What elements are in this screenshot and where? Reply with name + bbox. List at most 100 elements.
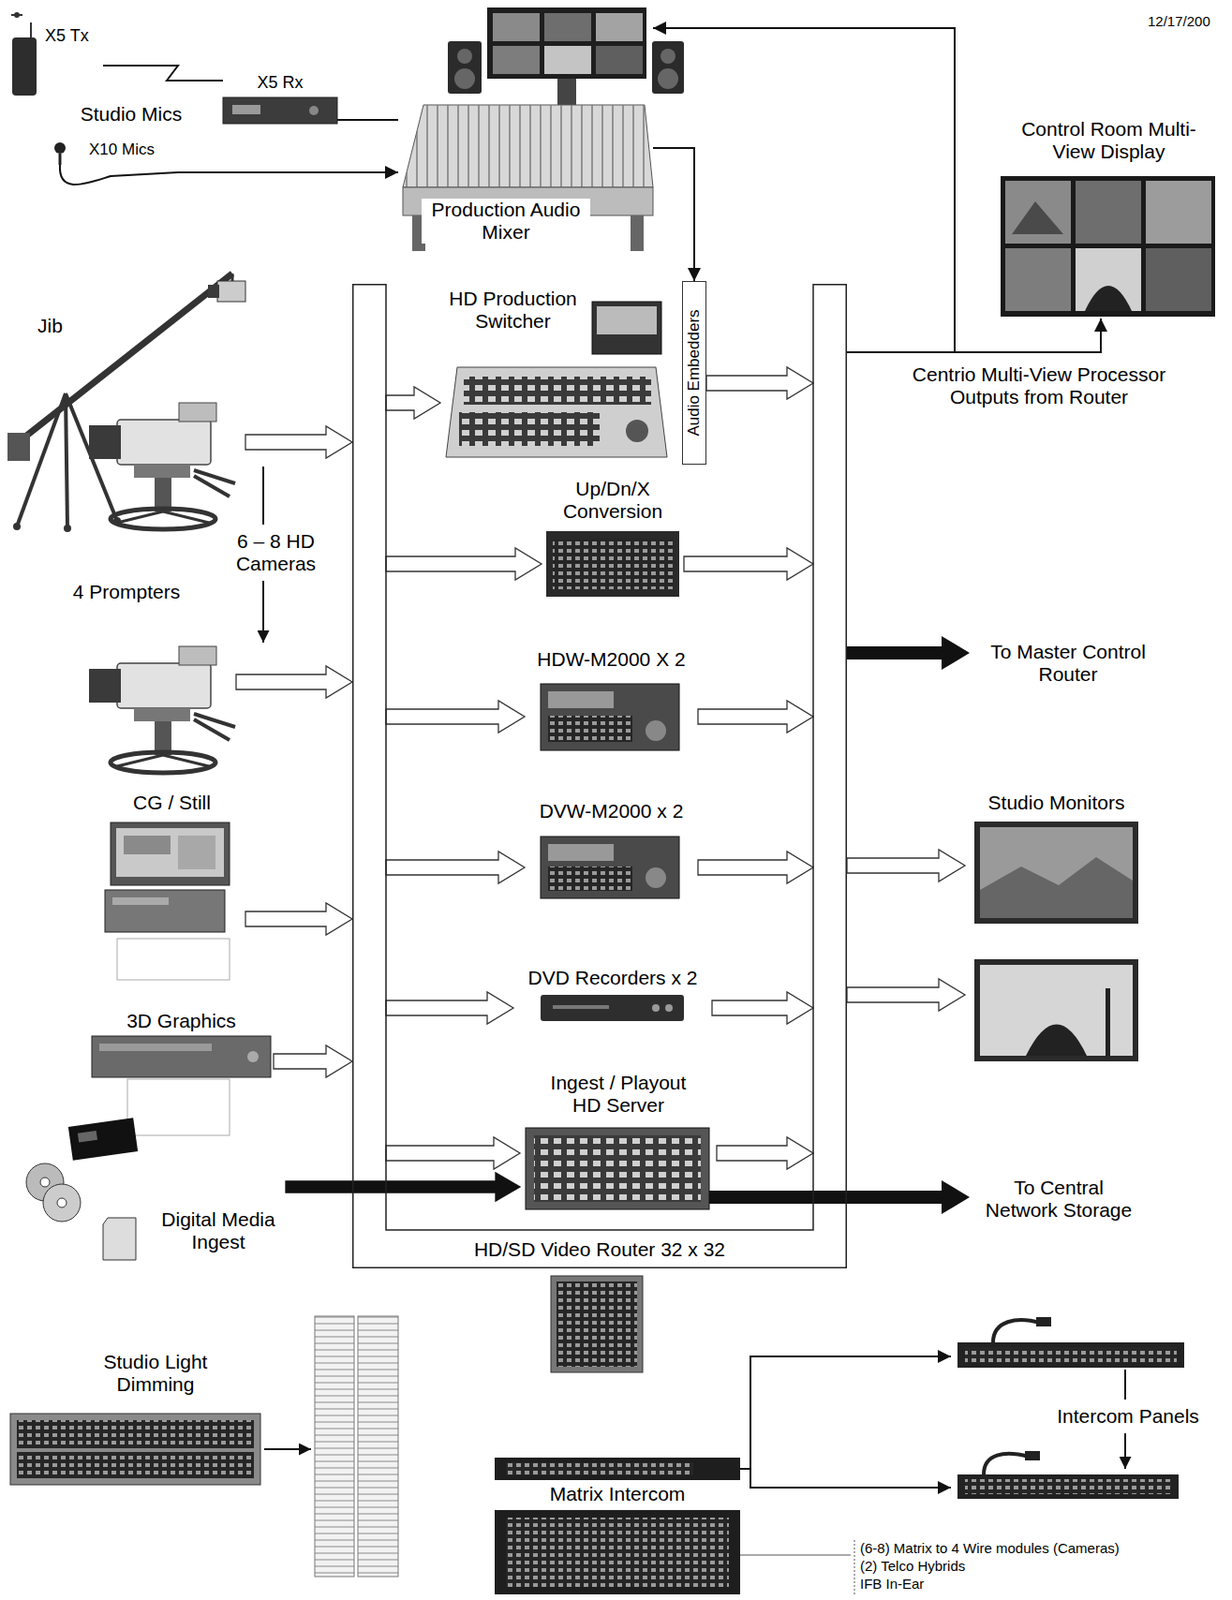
intercom-panel-art [993,1320,1040,1343]
vtr-art [548,844,614,861]
graphics-engine-art [99,1043,212,1052]
jib-crane-art [7,432,30,461]
node-caption: HDW-M2000 X 2 [524,648,698,671]
dvd-recorder-art [652,1004,660,1012]
camera-arrow [236,666,353,698]
matrix-frame-art [494,1510,741,1595]
graphics-engine-art [247,1051,259,1063]
label-slot: IFB In-Ear [860,1575,1226,1592]
signal-line [846,318,1101,353]
receiver-art [222,97,338,124]
signal-arrow [245,426,353,459]
jib-crane-art [7,273,246,533]
server-art [525,1128,710,1210]
node-caption: Audio Embedders [683,283,705,462]
router-chassis-art [556,1281,638,1367]
router-outline [353,284,847,1269]
node-caption: HD/SD Video Router 32 x 32 [352,1238,847,1262]
node-caption: CG / Still [98,791,246,815]
microphone-art [54,142,66,154]
transmitter-art [29,22,32,38]
cg-workstation-art [112,897,169,906]
multiview-screen-art [1000,176,1216,317]
audio-mixer-art [402,7,684,252]
dvd-recorder-art [552,1005,609,1010]
camera-count: 6 – 8 HD Cameras [217,530,335,576]
video-server: Ingest / Playout HD Server [519,1069,717,1213]
matrix-intercom: Matrix Intercom [494,1454,741,1598]
lighting-console-art [16,1452,254,1479]
matrix-frame-art [505,1462,694,1476]
dvd-recorder-art [665,1004,673,1012]
jib-crane-art [207,284,220,298]
dvd-recorder: DVD Recorders x 2 [513,964,713,1026]
signal-arrow [245,903,353,936]
node-caption: Ingest / Playout HD Server [538,1071,698,1117]
label-slot: To Central Network Storage [979,1176,1139,1222]
connector-group [103,28,1101,1488]
format-converter: Up/Dn/X Conversion [541,475,684,600]
label-slot: Centrio Multi-View Processor Outputs fro… [898,363,1180,409]
label-slot: (2) Telco Hybrids [860,1558,1226,1574]
cg-workstation-art [178,835,216,870]
node-caption: DVD Recorders x 2 [513,966,713,990]
node-caption: Jib [37,314,85,338]
hd-vtr: HDW-M2000 X 2 [524,646,698,755]
switcher-art [625,419,649,443]
intercom-panel-art [964,1347,1177,1364]
output-arrow [709,1180,970,1215]
lighting-console-art [16,1420,254,1449]
multiview-screen-art [1005,248,1071,312]
character-generator: CG / Still [98,789,246,984]
audio-mixer-art [492,45,540,75]
intercom-panel-art [1124,1369,1127,1400]
audio-mixer-art [402,104,654,188]
media-card-art [103,1217,136,1261]
studio-monitor-art [979,857,1133,919]
node-caption: Production Audio Mixer [421,198,591,244]
node-caption: Matrix Intercom [532,1483,703,1506]
matrix-frame-art [494,1457,741,1595]
studio-monitor-art [974,959,1139,1062]
node-caption: Digital Media Ingest [152,1208,284,1254]
transmitter-art [11,12,37,96]
edge-label: Centrio Multi-View Processor Outputs fro… [898,363,1180,409]
multiview-screen-art [1011,201,1064,235]
signal-line [103,65,223,81]
signal-arrow [716,1137,814,1170]
vtr-art [548,866,633,891]
media-card-art [68,1117,138,1160]
converter-art [552,538,673,590]
signal-arrow [273,1045,353,1078]
leader-line [262,580,265,643]
hd-camera-art [89,402,236,530]
dimmer-rack-art [314,1316,355,1577]
video-router: HD/SD Video Router 32 x 32 [352,283,847,1269]
prompter-count: 4 Prompters [56,580,197,604]
switcher-art [459,412,600,446]
router-chassis-art [550,1276,643,1373]
signal-arrow [385,851,525,884]
intercom-panel-art [957,1474,1179,1500]
graphics-engine-art [91,1036,271,1078]
audio-embedder: Audio Embedders [682,281,707,465]
studio-monitor-art [974,821,1139,1062]
intercom-panel-art [964,1479,1172,1495]
switcher-art [592,301,662,355]
graphics-engine: 3D Graphics [89,1008,274,1142]
multiview-display: Control Room Multi-View Display [994,114,1223,319]
transmitter-art [11,14,23,16]
label-slot: 6 – 8 HD Cameras [217,530,335,576]
node-caption: Up/Dn/X Conversion [541,477,684,523]
multiview-screen-art [1145,180,1212,244]
intercom-panel-art [957,1342,1185,1368]
label-slot: (6-8) Matrix to 4 Wire modules (Cameras) [860,1540,1226,1557]
server-art [534,1135,701,1203]
lighting-console-art [10,1413,312,1485]
matrix-frame-art [494,1457,741,1481]
multiview-screen-art [1005,180,1071,244]
node-caption: X5 Rx [222,73,338,93]
cg-workstation-art [110,822,230,886]
